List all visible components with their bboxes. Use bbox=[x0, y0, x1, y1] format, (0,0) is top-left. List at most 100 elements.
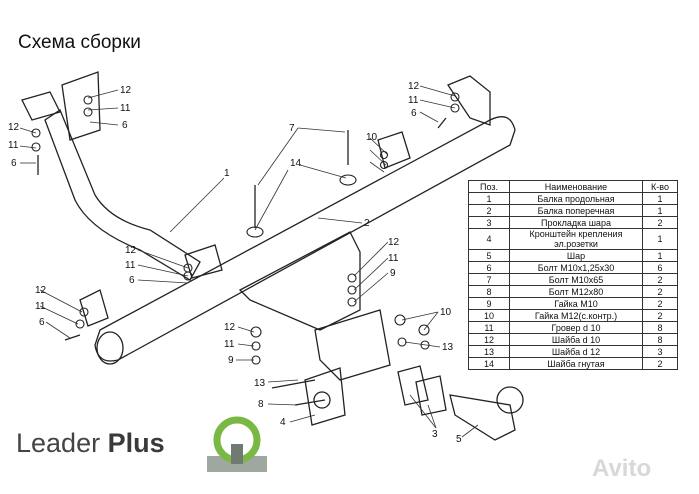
callout: 1 bbox=[224, 168, 230, 179]
row-name: Прокладка шара bbox=[509, 216, 643, 229]
row-pos: 14 bbox=[468, 357, 510, 370]
callout: 12 bbox=[35, 285, 47, 296]
callout: 11 bbox=[35, 301, 46, 312]
col-pos: Поз. bbox=[468, 180, 510, 193]
row-name: Шайба d 12 bbox=[509, 345, 643, 358]
long-beam bbox=[44, 109, 201, 281]
watermark: Avito bbox=[592, 455, 652, 482]
bolt-6c bbox=[437, 117, 447, 129]
bracket-top bbox=[61, 71, 101, 141]
bolt-8a bbox=[271, 379, 316, 389]
bolt-8b bbox=[294, 399, 326, 406]
brand-name: Leader Plus bbox=[16, 428, 165, 459]
row-name: Шайба d 10 bbox=[509, 333, 643, 346]
row-name: Балка продольная bbox=[509, 192, 643, 205]
row-name: Гровер d 10 bbox=[509, 321, 643, 334]
row-qty: 8 bbox=[642, 333, 678, 346]
row-qty: 8 bbox=[642, 321, 678, 334]
socket-bracket bbox=[304, 367, 346, 426]
row-qty: 2 bbox=[642, 309, 678, 322]
callout: 11 bbox=[125, 260, 136, 271]
callout: 6 bbox=[39, 317, 45, 328]
cross-beam bbox=[94, 116, 516, 362]
brand-logo-icon bbox=[207, 416, 267, 472]
row-pos: 8 bbox=[468, 285, 510, 298]
row-qty: 2 bbox=[642, 216, 678, 229]
mount-flange bbox=[314, 309, 391, 381]
row-qty: 2 bbox=[642, 357, 678, 370]
callout: 11 bbox=[8, 140, 19, 151]
beam-end bbox=[96, 331, 124, 365]
callout: 12 bbox=[120, 85, 132, 96]
callout: 12 bbox=[408, 81, 420, 92]
row-qty: 2 bbox=[642, 273, 678, 286]
callout: 13 bbox=[254, 378, 266, 389]
callout: 12 bbox=[388, 237, 400, 248]
row-pos: 2 bbox=[468, 204, 510, 217]
callout: 11 bbox=[224, 339, 235, 350]
row-pos: 7 bbox=[468, 273, 510, 286]
callout: 4 bbox=[280, 417, 286, 428]
row-qty: 1 bbox=[642, 249, 678, 262]
row-qty: 1 bbox=[642, 204, 678, 217]
callout: 14 bbox=[290, 158, 302, 169]
callout: 12 bbox=[125, 245, 137, 256]
callout: 6 bbox=[129, 275, 135, 286]
row-name: Гайка М10 bbox=[509, 297, 643, 310]
ball bbox=[496, 386, 524, 414]
brand-light: Leader bbox=[16, 428, 108, 458]
callout: 12 bbox=[8, 122, 20, 133]
row-name: Болт М12х80 bbox=[509, 285, 643, 298]
callout: 3 bbox=[432, 429, 438, 440]
callout: 9 bbox=[390, 268, 396, 279]
row-pos: 5 bbox=[468, 249, 510, 262]
callout: 5 bbox=[456, 434, 462, 445]
mount-plate bbox=[238, 231, 361, 331]
callout: 6 bbox=[11, 158, 17, 169]
ball-shank bbox=[449, 394, 516, 441]
parts-table-header: Поз. Наименование К-во bbox=[468, 180, 678, 193]
page-title: Схема сборки bbox=[18, 32, 141, 53]
callout: 11 bbox=[408, 95, 419, 106]
row-pos: 4 bbox=[468, 228, 510, 250]
brand-bold: Plus bbox=[107, 428, 165, 458]
callout: 13 bbox=[442, 342, 454, 353]
bracket-left-low bbox=[79, 289, 109, 327]
row-qty: 1 bbox=[642, 192, 678, 205]
callout: 12 bbox=[224, 322, 236, 333]
row-qty: 3 bbox=[642, 345, 678, 358]
row-pos: 13 bbox=[468, 345, 510, 358]
row-qty: 2 bbox=[642, 285, 678, 298]
row-pos: 12 bbox=[468, 333, 510, 346]
spacer-b bbox=[415, 375, 447, 416]
bracket-left-mid bbox=[184, 244, 223, 279]
row-name: Шайба гнутая bbox=[509, 357, 643, 370]
row-pos: 6 bbox=[468, 261, 510, 274]
col-qty: К-во bbox=[642, 180, 678, 193]
callout: 6 bbox=[122, 120, 128, 131]
bracket-left-top bbox=[21, 91, 61, 121]
row-name: Болт М10х65 bbox=[509, 273, 643, 286]
row-qty: 1 bbox=[642, 228, 678, 250]
spacer-a bbox=[397, 365, 429, 406]
callout: 9 bbox=[228, 355, 234, 366]
row-pos: 9 bbox=[468, 297, 510, 310]
row-name: Балка поперечная bbox=[509, 204, 643, 217]
row-qty: 6 bbox=[642, 261, 678, 274]
row-name: Гайка М12(с.контр.) bbox=[509, 309, 643, 322]
